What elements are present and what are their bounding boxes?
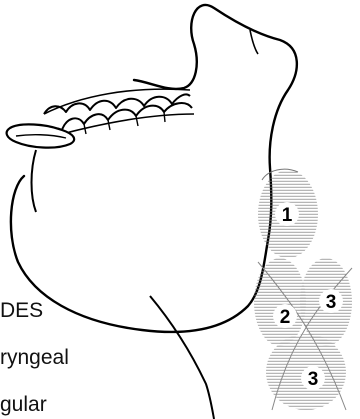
neck-line bbox=[32, 150, 37, 212]
node-label-right: 3 bbox=[326, 292, 337, 313]
label-nodes: DES bbox=[0, 300, 43, 321]
node-label-lower: 3 bbox=[308, 369, 319, 390]
lymph-node-region: 1 2 3 3 bbox=[254, 169, 352, 410]
node-label-upper: 1 bbox=[282, 205, 293, 226]
node-label-middle: 2 bbox=[280, 307, 291, 328]
lower-teeth bbox=[62, 103, 192, 130]
label-retropharyngeal: ryngeal bbox=[0, 347, 69, 368]
node-group-middle-shape bbox=[254, 258, 306, 346]
mandible-outline bbox=[11, 5, 297, 332]
mandible-notch bbox=[250, 30, 258, 54]
upper-gum-line bbox=[44, 89, 190, 114]
label-jugular: gular bbox=[0, 394, 47, 415]
throat-curve bbox=[150, 296, 214, 419]
lower-gum-line bbox=[62, 114, 194, 134]
